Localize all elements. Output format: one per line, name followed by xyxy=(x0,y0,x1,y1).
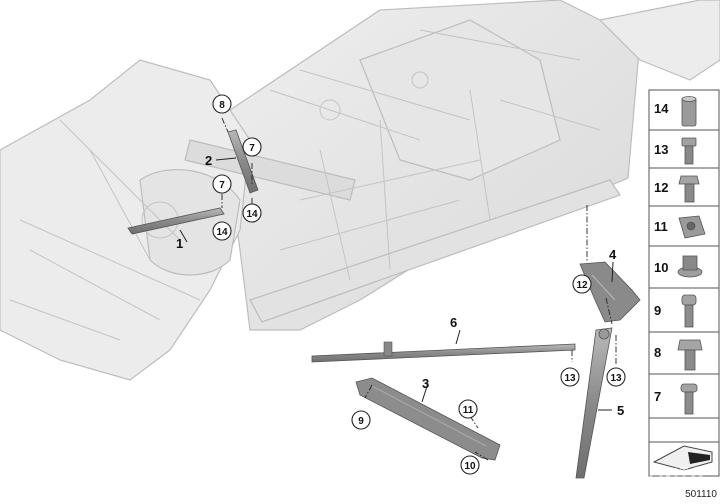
assembly-lines xyxy=(221,117,617,461)
label-part-5: 5 xyxy=(617,403,624,418)
circle-label-11: 11 xyxy=(458,399,478,419)
legend-number-13: 13 xyxy=(654,142,668,157)
collar-nut-icon xyxy=(677,255,703,278)
part-2-strut xyxy=(227,129,259,194)
svg-text:13: 13 xyxy=(564,373,576,384)
circle-label-13-right: 13 xyxy=(606,367,626,387)
label-part-1: 1 xyxy=(176,236,183,251)
flange-bolt-icon xyxy=(681,137,697,165)
svg-text:7: 7 xyxy=(219,180,225,191)
reference-shape-icon xyxy=(652,445,713,471)
circle-label-12: 12 xyxy=(572,274,592,294)
circle-label-8: 8 xyxy=(212,94,232,114)
svg-text:10: 10 xyxy=(464,461,476,472)
circle-label-14-right: 14 xyxy=(242,203,262,223)
svg-text:7: 7 xyxy=(249,143,255,154)
svg-text:12: 12 xyxy=(576,280,588,291)
svg-text:11: 11 xyxy=(463,405,474,416)
circle-label-7-lower: 7 xyxy=(212,174,232,194)
car-body-underframe xyxy=(0,0,720,381)
car-body-detail-lines xyxy=(9,29,601,341)
svg-text:14: 14 xyxy=(246,209,258,220)
svg-text:8: 8 xyxy=(219,100,225,111)
legend-number-7: 7 xyxy=(654,389,661,404)
circle-label-7-upper: 7 xyxy=(242,137,262,157)
hex-bolt-icon xyxy=(678,175,700,203)
torx-bolt-icon xyxy=(681,294,697,328)
legend-number-14: 14 xyxy=(654,101,669,116)
sleeve-icon xyxy=(681,96,697,127)
hex-flange-bolt-icon xyxy=(677,339,703,371)
part-3-panel xyxy=(355,377,501,461)
circled-fastener-labels: 8 7 7 14 14 12 13 13 xyxy=(212,94,626,475)
part-5-strut xyxy=(575,327,613,479)
circle-label-14-left: 14 xyxy=(212,221,232,241)
legend-number-11: 11 xyxy=(654,219,668,234)
legend-number-8: 8 xyxy=(654,345,661,360)
label-part-4: 4 xyxy=(609,247,617,262)
torx-bolt-small-icon xyxy=(680,383,698,415)
part-number-labels: 1 2 3 4 5 6 xyxy=(176,153,624,418)
clip-nut-icon xyxy=(678,215,706,239)
circle-label-10: 10 xyxy=(460,455,480,475)
avito-watermark-logo xyxy=(620,463,704,490)
label-part-3: 3 xyxy=(422,376,429,391)
legend-number-12: 12 xyxy=(654,180,668,195)
label-part-2: 2 xyxy=(205,153,212,168)
part-1-strut xyxy=(127,207,225,235)
leader-lines xyxy=(179,157,614,411)
fastener-legend: 14 13 12 11 10 9 xyxy=(648,89,720,477)
circle-label-9: 9 xyxy=(351,410,371,430)
circle-label-13-left: 13 xyxy=(560,367,580,387)
svg-text:13: 13 xyxy=(610,373,622,384)
part-6-crossbar xyxy=(311,341,576,363)
svg-text:14: 14 xyxy=(216,227,228,238)
legend-number-10: 10 xyxy=(654,260,668,275)
svg-text:9: 9 xyxy=(358,416,364,427)
label-part-6: 6 xyxy=(450,315,457,330)
part-4-bracket xyxy=(579,261,641,323)
diagram-code: 501110 xyxy=(685,489,717,500)
legend-number-9: 9 xyxy=(654,303,661,318)
